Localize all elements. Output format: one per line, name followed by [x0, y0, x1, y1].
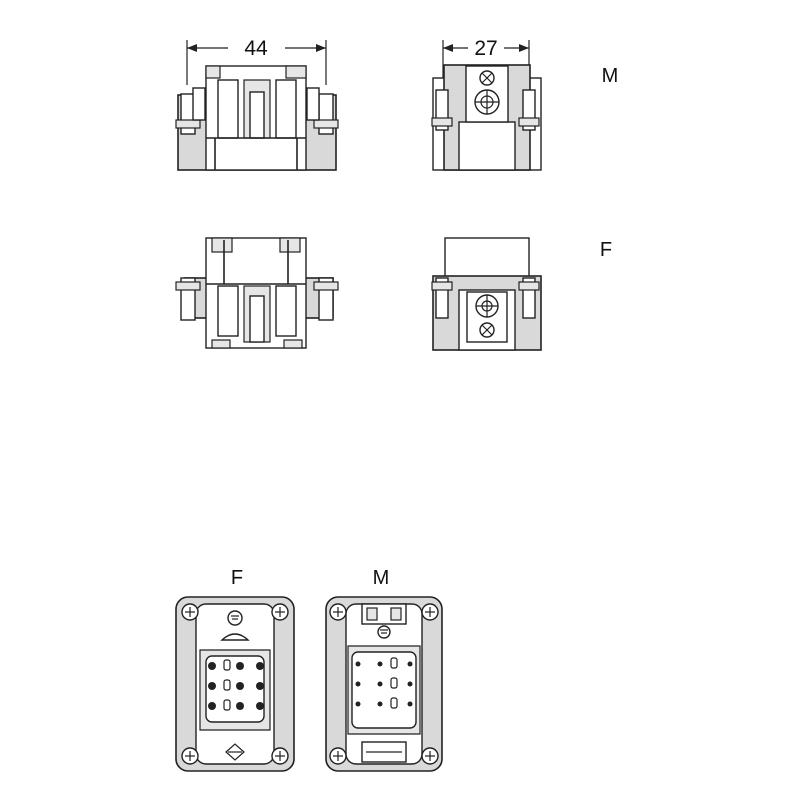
- male-insert-end-view: [431, 64, 542, 171]
- male-insert-side-view: [175, 65, 339, 171]
- female-face-label: F: [231, 567, 243, 589]
- female-view-label: F: [600, 239, 612, 261]
- dimension-44: 44: [186, 37, 327, 85]
- male-insert-face-view: [325, 596, 443, 772]
- dimension-44-label: 44: [244, 37, 268, 60]
- male-view-label: M: [602, 65, 619, 87]
- dimension-27: 27: [442, 37, 530, 80]
- female-insert-end-view: [431, 237, 542, 351]
- female-insert-side-view: [175, 237, 339, 349]
- female-insert-face-view: [175, 596, 295, 772]
- male-face-label: M: [373, 567, 390, 589]
- dimension-27-label: 27: [474, 37, 497, 60]
